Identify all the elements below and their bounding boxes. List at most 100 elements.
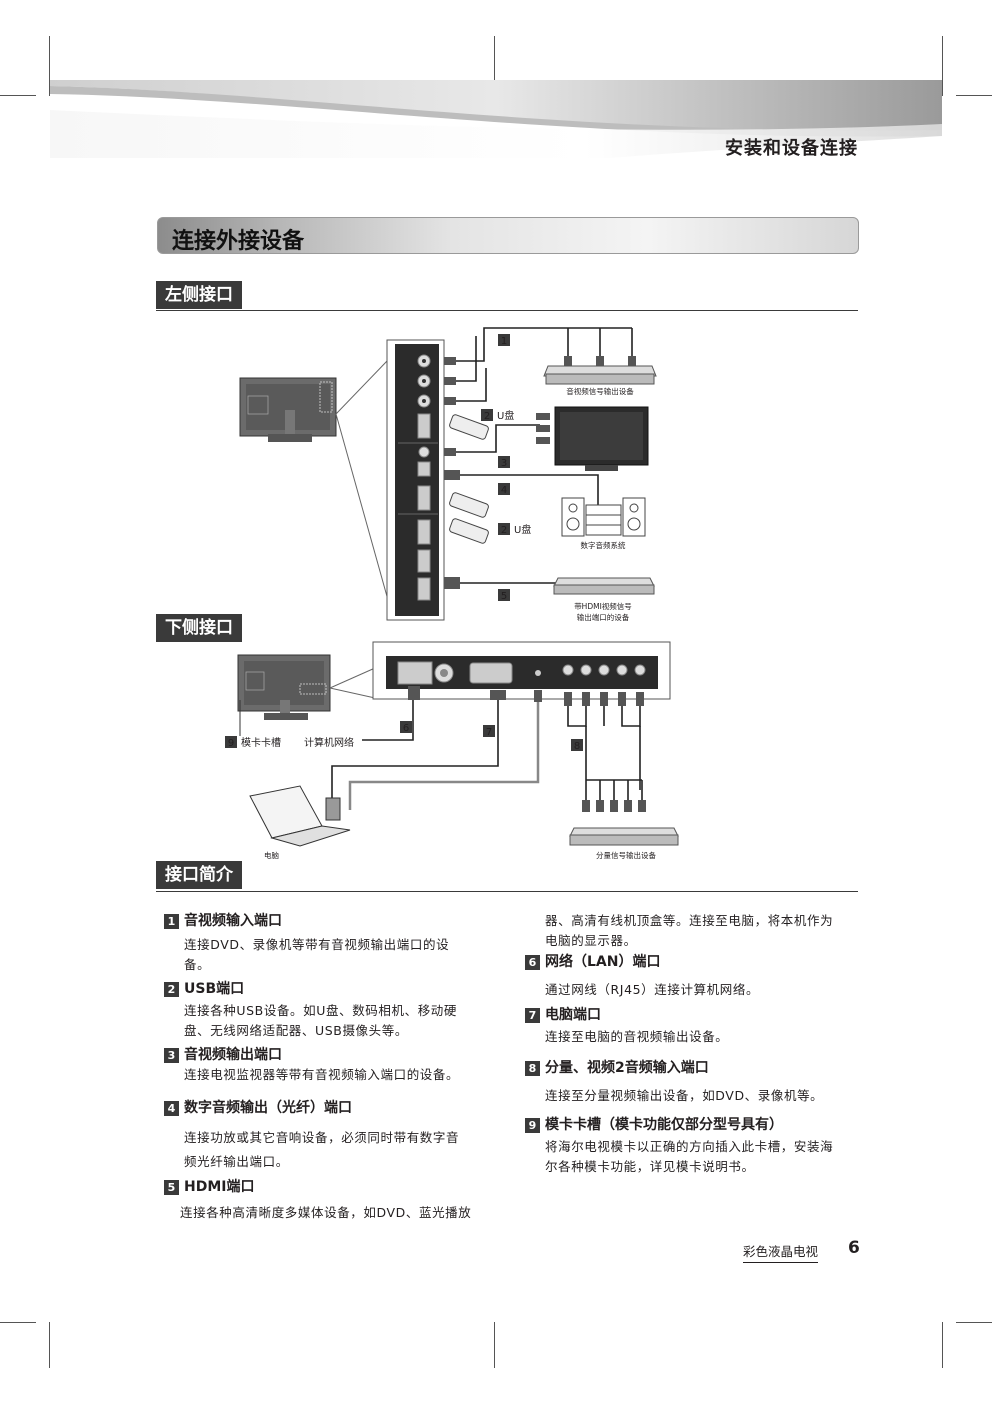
item-number-badge: 9 [525,1117,540,1133]
tv-monitor-icon [554,406,649,471]
item-desc-line: 尔各种模卡功能，详见模卡说明书。 [545,1159,755,1174]
usb-label: U盘 [514,523,531,536]
item-desc-line: 连接各种高清晰度多媒体设备，如DVD、蓝光播放 [180,1205,472,1220]
diagram-badge: 4 [498,483,510,496]
subsection-left-ports: 左侧接口 [156,281,242,309]
item-desc-line: 连接DVD、录像机等带有音视频输出端口的设 [184,937,450,952]
item-title: 数字音频输出（光纤）端口 [184,1100,352,1116]
item-number-badge: 8 [525,1060,540,1076]
item-title: USB端口 [184,981,245,997]
item-number-badge: 5 [164,1179,179,1195]
diagram-badge: 7 [483,725,495,738]
port-item-usb: 2 USB端口 连接各种USB设备。如U盘、数码相机、移动硬 盘、无线网络适配器、… [164,979,494,1041]
crop-mark [494,36,495,82]
item-number-badge: 3 [164,1047,179,1063]
usb-label: U盘 [497,409,514,422]
av-output-device-icon [543,365,657,385]
item-desc-line: 通过网线（RJ45）连接计算机网络。 [545,982,760,997]
card-slot-label: 模卡卡槽 [241,736,281,749]
item-title: 分量、视频2音频输入端口 [545,1060,709,1076]
cable-group [331,700,643,810]
item-title: 音视频输出端口 [184,1047,282,1063]
digital-audio-system-icon [561,497,646,537]
diagram-badge: 5 [498,589,510,602]
item-number-badge: 1 [164,913,179,929]
item-desc-line: 将海尔电视模卡以正确的方向插入此卡槽，安装海 [545,1139,834,1154]
diagram-badge: 2 [498,523,510,536]
svg-text:7: 7 [486,727,492,738]
item-desc-line: 盘、无线网络适配器、USB摄像头等。 [184,1023,408,1038]
header-section-title: 安装和设备连接 [725,138,858,159]
svg-text:1: 1 [501,336,507,347]
component-device-label: 分量信号输出设备 [596,850,656,860]
svg-text:5: 5 [501,591,507,602]
subsection-rule [156,310,858,311]
svg-text:8: 8 [574,741,580,752]
hdmi-device-label-line2: 输出端口的设备 [577,612,630,622]
laptop-icon [249,785,351,847]
item-desc-line: 备。 [184,957,211,972]
port-item-hdmi: 5 HDMI端口 连接各种高清晰度多媒体设备，如DVD、蓝光播放 [164,1177,504,1223]
crop-mark [0,1322,36,1323]
page-number: 6 [848,1238,860,1258]
item-desc-line: 连接至分量视频输出设备，如DVD、录像机等。 [545,1088,824,1103]
port-item-card-slot: 9 模卡卡槽（模卡功能仅部分型号具有） 将海尔电视模卡以正确的方向插入此卡槽，安装… [525,1115,865,1177]
network-label: 计算机网络 [304,736,354,749]
port-item-av-output: 3 音视频输出端口 连接电视监视器等带有音视频输入端口的设备。 [164,1045,494,1085]
crop-mark [49,36,50,96]
port-item-hdmi-continued: 器、高清有线机顶盒等。连接至电脑，将本机作为 电脑的显示器。 [545,911,865,951]
hdmi-device-label-line1: 带HDMI视频信号 [574,601,632,611]
item-desc-line: 连接电视监视器等带有音视频输入端口的设备。 [184,1067,460,1082]
diagram-badge: 2 [481,409,493,422]
item-desc-line: 器、高清有线机顶盒等。连接至电脑，将本机作为 [545,913,834,928]
svg-text:3: 3 [501,458,507,469]
item-title: 音视频输入端口 [184,913,282,929]
crop-mark [942,36,943,96]
plug-group [444,356,636,589]
crop-mark [49,1322,50,1368]
connection-diagram: 1 2 U盘 3 4 2 U盘 5 音视频信号输出设备 数字音频系统 带HDMI… [225,327,679,860]
tv-back-view-bottom [237,654,331,720]
bottom-port-panel [372,641,671,700]
subsection-bottom-ports: 下侧接口 [156,614,242,642]
crop-mark [0,95,36,96]
crop-mark [942,1322,943,1368]
crop-mark [494,1322,495,1368]
plug-group [408,686,646,812]
item-number-badge: 2 [164,981,179,997]
pc-label: 电脑 [264,850,279,860]
usb-stick-icon [449,414,489,544]
item-title: 网络（LAN）端口 [545,954,661,970]
footer-product-title: 彩色液晶电视 [743,1241,819,1263]
subsection-rule [156,891,858,892]
av-output-device-label: 音视频信号输出设备 [566,386,634,396]
diagram-badge: 6 [400,721,412,734]
digital-audio-label: 数字音频系统 [581,540,626,550]
port-item-component: 8 分量、视频2音频输入端口 连接至分量视频输出设备，如DVD、录像机等。 [525,1058,855,1106]
diagram-badge: 8 [571,739,583,752]
crop-mark [956,95,992,96]
svg-text:4: 4 [501,485,507,496]
item-number-badge: 6 [525,954,540,970]
item-title: HDMI端口 [184,1179,255,1195]
diagram-badge: 3 [498,456,510,469]
item-desc-line: 连接各种USB设备。如U盘、数码相机、移动硬 [184,1003,458,1018]
subsection-port-intro: 接口简介 [156,861,242,889]
item-desc-line: 电脑的显示器。 [545,933,637,948]
left-port-panel [386,339,445,621]
svg-text:9: 9 [228,738,234,749]
component-output-device-icon [569,827,679,846]
svg-text:6: 6 [403,723,409,734]
item-desc-line: 连接功放或其它音响设备，必须同时带有数字音 [184,1130,460,1145]
section-title: 连接外接设备 [172,229,305,254]
crop-mark [956,1322,992,1323]
hdmi-device-icon [553,577,655,595]
section-title-bar: 连接外接设备 [157,217,859,254]
item-title: 模卡卡槽（模卡功能仅部分型号具有） [545,1117,783,1133]
item-number-badge: 7 [525,1007,540,1023]
item-title: 电脑端口 [545,1007,601,1023]
item-desc-line: 频光纤输出端口。 [184,1154,289,1169]
item-number-badge: 4 [164,1100,179,1116]
header-banner [50,80,942,158]
